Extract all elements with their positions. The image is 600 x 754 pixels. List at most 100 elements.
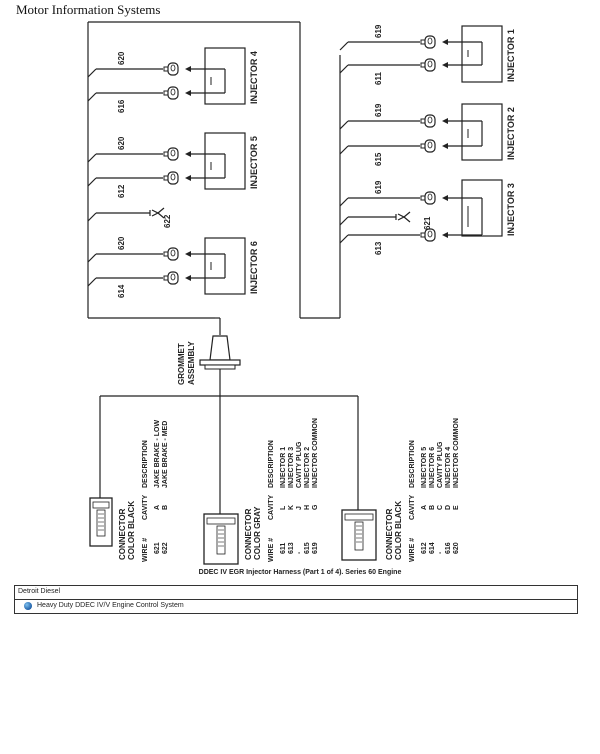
injector-box — [461, 25, 503, 83]
plug-body — [167, 62, 179, 76]
wire-number-jake: 621 — [423, 216, 432, 230]
plug-body — [424, 139, 436, 153]
injector-label-3: INJECTOR 3 — [506, 183, 516, 236]
cell-wire: - — [296, 551, 303, 554]
cell-description: JAKE BRAKE - MED — [162, 421, 169, 488]
plug-hole — [170, 249, 176, 257]
wire-number: 616 — [117, 99, 126, 113]
injector-box — [204, 237, 246, 295]
cell-cavity: H — [304, 505, 311, 510]
cell-wire: 611 — [280, 543, 287, 554]
table-header-cavity: CAVITY — [409, 495, 416, 520]
system-link-row[interactable]: Heavy Duty DDEC IV/V Engine Control Syst… — [14, 599, 578, 614]
injector-label-2: INJECTOR 2 — [506, 107, 516, 160]
wire — [339, 234, 349, 244]
cell-cavity: E — [453, 505, 460, 510]
wire — [87, 68, 97, 78]
cell-cavity: J — [296, 506, 303, 510]
injector-plug-icon — [163, 247, 179, 261]
cell-description: CAVITY PLUG — [437, 441, 444, 488]
plug-body — [424, 35, 436, 49]
wire-number: 612 — [117, 184, 126, 198]
cell-wire: 621 — [154, 542, 161, 554]
arrow-icon — [185, 175, 191, 181]
wire — [339, 64, 349, 74]
grommet-label: GROMMET — [177, 343, 186, 385]
arrow-icon — [442, 195, 448, 201]
wire-number-jake: 622 — [163, 214, 172, 228]
wire-number: 619 — [374, 180, 383, 194]
plug-body — [167, 271, 179, 285]
arrow-icon — [442, 118, 448, 124]
plug-body — [167, 147, 179, 161]
cell-description: INJECTOR 6 — [429, 447, 436, 488]
cell-description: INJECTOR 3 — [288, 447, 295, 488]
manufacturer-row: Detroit Diesel — [14, 585, 578, 600]
jake-brake-plug-icon — [149, 207, 165, 219]
injector-box — [461, 103, 503, 161]
grommet-icon — [209, 335, 231, 361]
cell-wire: 622 — [162, 542, 169, 554]
injector-box — [204, 47, 246, 105]
injector-plug-icon — [420, 228, 436, 242]
system-link[interactable]: Heavy Duty DDEC IV/V Engine Control Syst… — [37, 602, 184, 609]
manufacturer-label: Detroit Diesel — [18, 588, 61, 595]
cell-cavity: B — [162, 505, 169, 510]
connector-gray-icon — [203, 513, 239, 565]
wire — [339, 197, 349, 207]
plug-hole — [427, 116, 433, 124]
wire-number: 613 — [374, 241, 383, 255]
arrow-icon — [185, 90, 191, 96]
injector-box — [461, 179, 503, 237]
cell-cavity: G — [312, 504, 319, 510]
connector-title: CONNECTOR — [118, 508, 127, 560]
cell-cavity: K — [288, 505, 295, 510]
injector-plug-icon — [420, 58, 436, 72]
wire — [339, 216, 349, 226]
table-header-wire: WIRE # — [409, 538, 416, 562]
connector-title: COLOR GRAY — [253, 506, 262, 560]
arrow-icon — [442, 232, 448, 238]
cell-wire: 620 — [453, 542, 460, 554]
cell-description: INJECTOR 5 — [421, 447, 428, 488]
injector-plug-icon — [420, 191, 436, 205]
cell-wire: 614 — [429, 542, 436, 554]
connector-black-jake-icon — [89, 497, 113, 547]
jake-brake-plug-icon — [395, 211, 411, 223]
arrow-icon — [185, 66, 191, 72]
cell-description: INJECTOR COMMON — [453, 418, 460, 488]
injector-plug-icon — [420, 114, 436, 128]
wire — [87, 92, 97, 102]
arrow-icon — [442, 143, 448, 149]
diagram-caption: DDEC IV EGR Injector Harness (Part 1 of … — [198, 569, 402, 576]
plug-body — [424, 114, 436, 128]
cell-description: INJECTOR 4 — [445, 447, 452, 488]
cell-wire: 616 — [445, 542, 452, 554]
injector-plug-icon — [420, 35, 436, 49]
table-header-cavity: CAVITY — [268, 495, 275, 520]
cell-cavity: B — [429, 505, 436, 510]
wire-number: 615 — [374, 152, 383, 166]
arrow-icon — [185, 251, 191, 257]
cell-wire: 615 — [304, 542, 311, 554]
plug-hole — [170, 64, 176, 72]
plug-body — [424, 191, 436, 205]
injector-plug-icon — [163, 62, 179, 76]
plug-hole — [170, 273, 176, 281]
wire-number: 619 — [374, 24, 383, 38]
wire-number: 620 — [117, 136, 126, 150]
plug-hole — [170, 149, 176, 157]
cell-description: INJECTOR 2 — [304, 447, 311, 488]
injector-plug-icon — [420, 139, 436, 153]
cell-wire: - — [437, 551, 444, 554]
injector-label-4: INJECTOR 4 — [249, 51, 259, 104]
plug-body — [167, 247, 179, 261]
arrow-icon — [185, 151, 191, 157]
table-header-description: DESCRIPTION — [142, 440, 149, 488]
wire-number: 620 — [117, 236, 126, 250]
connector-title: CONNECTOR — [244, 508, 253, 560]
table-header-description: DESCRIPTION — [409, 440, 416, 488]
connector-black-icon — [341, 509, 377, 561]
wire-number: 619 — [374, 103, 383, 117]
